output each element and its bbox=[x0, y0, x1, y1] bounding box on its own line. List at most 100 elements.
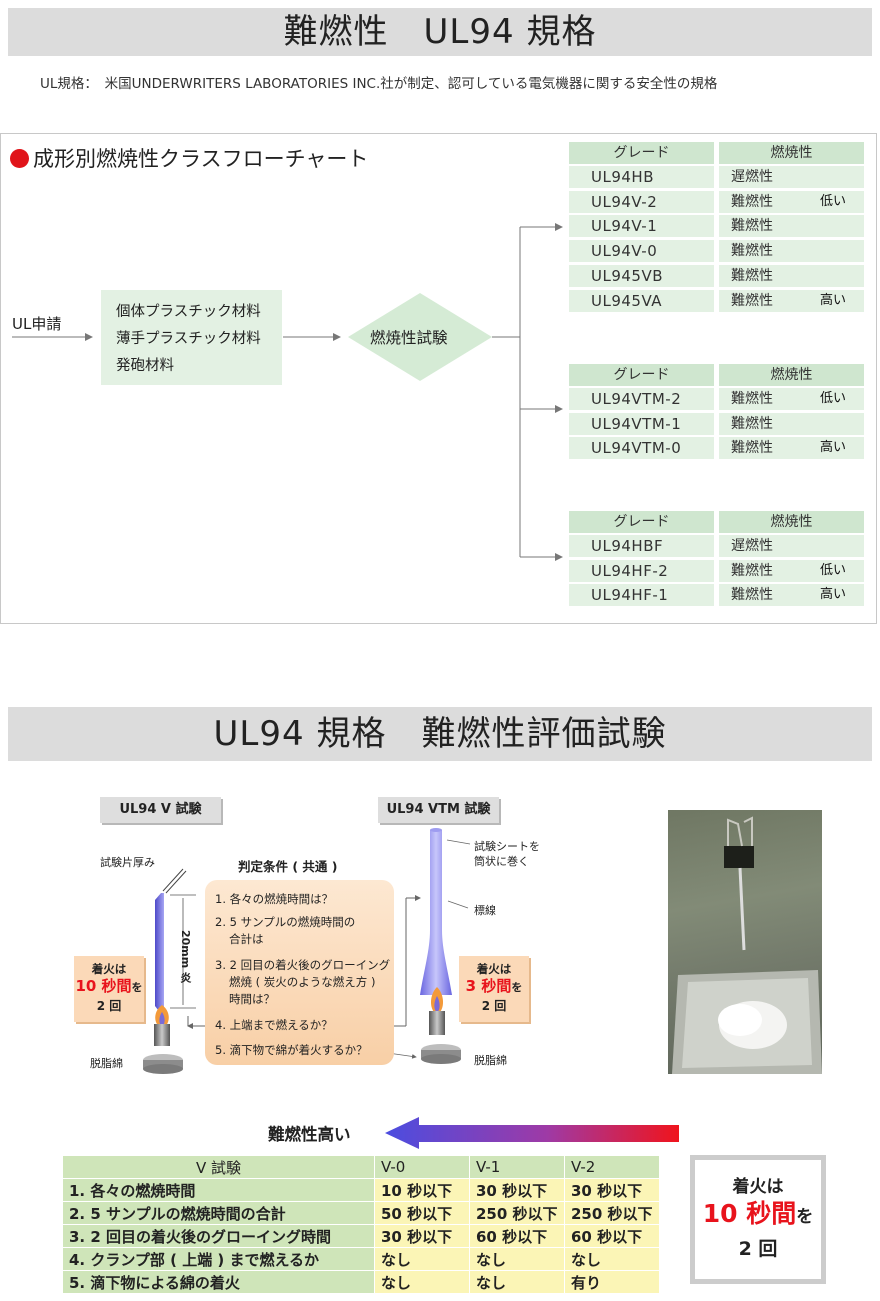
condition-3-cont2: 時間は？ bbox=[229, 992, 275, 1006]
ignition-note-times: 2 回 bbox=[738, 1238, 778, 1260]
grade-cell-text: UL94VTM-0 bbox=[591, 439, 682, 458]
flammability-cell-text: 難燃性 bbox=[731, 193, 773, 210]
flammability-cell: 難燃性 bbox=[719, 215, 864, 238]
grade-cell: UL94VTM-1 bbox=[569, 412, 714, 435]
ignition-note-wo: を bbox=[796, 1207, 814, 1227]
v-table-header-v0: V-0 bbox=[374, 1155, 470, 1179]
grade-cell: UL94HB bbox=[569, 166, 714, 188]
flammability-header-text: 燃焼性 bbox=[770, 367, 813, 383]
v-table-header-test: V 試験 bbox=[62, 1155, 375, 1179]
grade-cell: UL94HBF bbox=[569, 535, 714, 557]
level-badge: 低い bbox=[819, 562, 846, 578]
ignition-note-seconds: 10 秒間 bbox=[702, 1199, 797, 1228]
ul-definition: UL規格： 米国UNDERWRITERS LABORATORIES INC.社が… bbox=[40, 76, 718, 92]
grade-cell-text: UL94V-0 bbox=[591, 242, 658, 261]
table-cell: 10 秒以下 bbox=[374, 1178, 470, 1202]
flammability-cell: 難燃性 bbox=[719, 412, 864, 435]
flammability-header: 燃焼性 bbox=[719, 511, 864, 533]
flammability-cell: 難燃性高い bbox=[719, 437, 864, 460]
table-cell: なし bbox=[374, 1247, 470, 1271]
table-cell: なし bbox=[564, 1247, 660, 1271]
grade-cell-text: UL945VB bbox=[591, 266, 664, 285]
material-foam: 発砲材料 bbox=[116, 358, 174, 374]
flammability-cell: 遅燃性 bbox=[719, 535, 864, 557]
arrow-label: 難燃性高い bbox=[268, 1125, 351, 1144]
level-badge: 高い bbox=[819, 292, 846, 308]
grade-cell-text: UL94HF-2 bbox=[591, 561, 669, 580]
conditions-box bbox=[205, 880, 394, 1065]
material-thin: 薄手プラスチック材料 bbox=[116, 331, 261, 347]
grade-cell-text: UL94V-1 bbox=[591, 217, 658, 236]
table-cell: 30 秒以下 bbox=[374, 1224, 470, 1248]
grade-cell-text: UL94HF-1 bbox=[591, 586, 669, 605]
table-cell: 50 秒以下 bbox=[374, 1201, 470, 1225]
sheet-note: 試験シートを 筒状に巻く bbox=[474, 840, 540, 870]
test-photo bbox=[668, 810, 822, 1074]
flammability-cell-text: 難燃性 bbox=[731, 292, 773, 309]
level-badge: 低い bbox=[819, 193, 846, 209]
table-cell: 250 秒以下 bbox=[564, 1201, 660, 1225]
table-cell: 60 秒以下 bbox=[564, 1224, 660, 1248]
section-banner-flammability: 難燃性 UL94 規格 bbox=[8, 8, 872, 56]
v-table-header: V 試験 V-0 V-1 V-2 bbox=[62, 1155, 660, 1179]
ignition-vtm-line1: 着火は bbox=[476, 962, 512, 976]
grade-header-text: グレード bbox=[613, 367, 670, 383]
ignition-vtm-times: 2 回 bbox=[481, 999, 507, 1013]
red-bullet-icon bbox=[10, 149, 29, 168]
flammability-cell: 難燃性 bbox=[719, 264, 864, 287]
flammability-cell-text: 難燃性 bbox=[731, 587, 773, 604]
flammability-cell: 難燃性 高い bbox=[719, 289, 864, 312]
flammability-cell-text: 難燃性 bbox=[731, 218, 773, 235]
vtm-test-label: UL94 VTM 試験 bbox=[378, 797, 499, 823]
cotton-label-vtm: 脱脂綿 bbox=[474, 1054, 507, 1067]
grade-header: グレード bbox=[569, 142, 714, 164]
table-row: 1. 各々の燃焼時間 10 秒以下 30 秒以下 30 秒以下 bbox=[62, 1178, 660, 1202]
table-cell: なし bbox=[469, 1270, 565, 1294]
grade-cell: UL94V-1 bbox=[569, 215, 714, 238]
table-cell: 30 秒以下 bbox=[564, 1178, 660, 1202]
grade-cell-text: UL94HB bbox=[591, 168, 654, 186]
flammability-header-text: 燃焼性 bbox=[770, 514, 813, 530]
grade-cell: UL94HF-2 bbox=[569, 559, 714, 582]
flowchart-title-text: 成形別燃焼性クラスフローチャート bbox=[33, 147, 369, 171]
grade-cell-text: UL94V-2 bbox=[591, 192, 658, 211]
table-cell: 4. クランプ部 ( 上端 ) まで燃えるか bbox=[62, 1247, 375, 1271]
flammability-cell: 難燃性低い bbox=[719, 559, 864, 582]
grade-header-text: グレード bbox=[613, 514, 670, 530]
grade-cell-text: UL94VTM-1 bbox=[591, 414, 682, 433]
condition-5: 5. 滴下物で綿が着火するか？ bbox=[215, 1043, 368, 1057]
condition-3-cont1: 燃焼 ( 炭火のような燃え方 ) bbox=[229, 975, 376, 989]
table-cell: 1. 各々の燃焼時間 bbox=[62, 1178, 375, 1202]
flammability-arrow bbox=[385, 1117, 679, 1149]
section2-title: UL94 規格 難燃性評価試験 bbox=[213, 714, 667, 754]
condition-2-cont: 合計は bbox=[229, 932, 264, 946]
v-test-table: V 試験 V-0 V-1 V-2 1. 各々の燃焼時間 10 秒以下 30 秒以… bbox=[62, 1155, 660, 1294]
flammability-header-text: 燃焼性 bbox=[770, 145, 813, 161]
level-badge: 高い bbox=[819, 587, 846, 603]
v-specimen bbox=[155, 893, 164, 1010]
flammability-cell-text: 難燃性 bbox=[731, 243, 773, 260]
flammability-cell-text: 難燃性 bbox=[731, 415, 773, 432]
ignition-vtm-seconds: 3 秒間 bbox=[465, 977, 512, 995]
test-diamond bbox=[348, 293, 492, 381]
level-badge: 低い bbox=[819, 391, 846, 406]
ignition-note-line1: 着火は bbox=[732, 1177, 784, 1197]
sheet-note-line1: 試験シートを bbox=[474, 840, 540, 853]
table-cell: なし bbox=[374, 1270, 470, 1294]
grade-cell-text: UL94HBF bbox=[591, 537, 664, 555]
vtm-specimen bbox=[420, 830, 452, 995]
level-badge: 高い bbox=[819, 440, 846, 456]
grade-cell: UL94HF-1 bbox=[569, 584, 714, 607]
flammability-cell-text: 難燃性 bbox=[731, 267, 773, 284]
condition-1: 1. 各々の燃焼時間は？ bbox=[215, 892, 334, 906]
flammability-cell-text: 遅燃性 bbox=[731, 538, 773, 554]
table-cell: 250 秒以下 bbox=[469, 1201, 565, 1225]
materials-box bbox=[101, 290, 282, 385]
flammability-cell: 難燃性 高い bbox=[719, 584, 864, 607]
ignition-vtm-box: 着火は 3 秒間を 2 回 bbox=[459, 956, 529, 1022]
flammability-header: 燃焼性 bbox=[719, 142, 864, 164]
ignition-v-box: 着火は 10 秒間を 2 回 bbox=[74, 956, 144, 1022]
v-table-header-v1: V-1 bbox=[469, 1155, 565, 1179]
grade-header: グレード bbox=[569, 511, 714, 533]
cotton-label-v: 脱脂綿 bbox=[90, 1057, 123, 1070]
